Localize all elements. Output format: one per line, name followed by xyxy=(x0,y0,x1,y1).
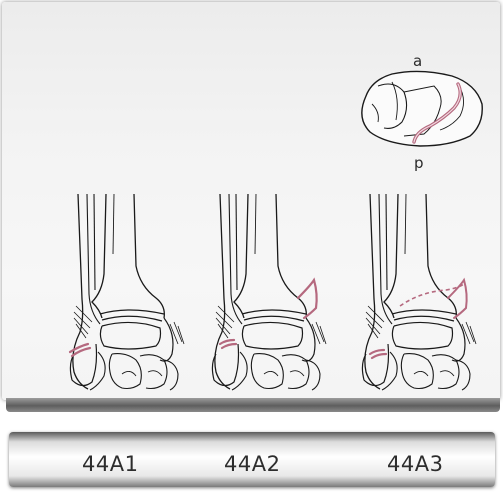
axial-view-drawing xyxy=(362,71,482,146)
classification-label-44a2: 44A2 xyxy=(224,452,280,476)
ankle-illustration xyxy=(0,0,503,410)
ankle-panel-44a2 xyxy=(212,194,326,390)
posterior-label: p xyxy=(414,154,424,172)
anterior-label: a xyxy=(413,52,422,70)
ankle-panel-44a3 xyxy=(362,194,476,390)
ankle-panel-44a1 xyxy=(70,194,184,390)
classification-label-44a1: 44A1 xyxy=(82,452,138,476)
classification-label-44a3: 44A3 xyxy=(387,452,443,476)
